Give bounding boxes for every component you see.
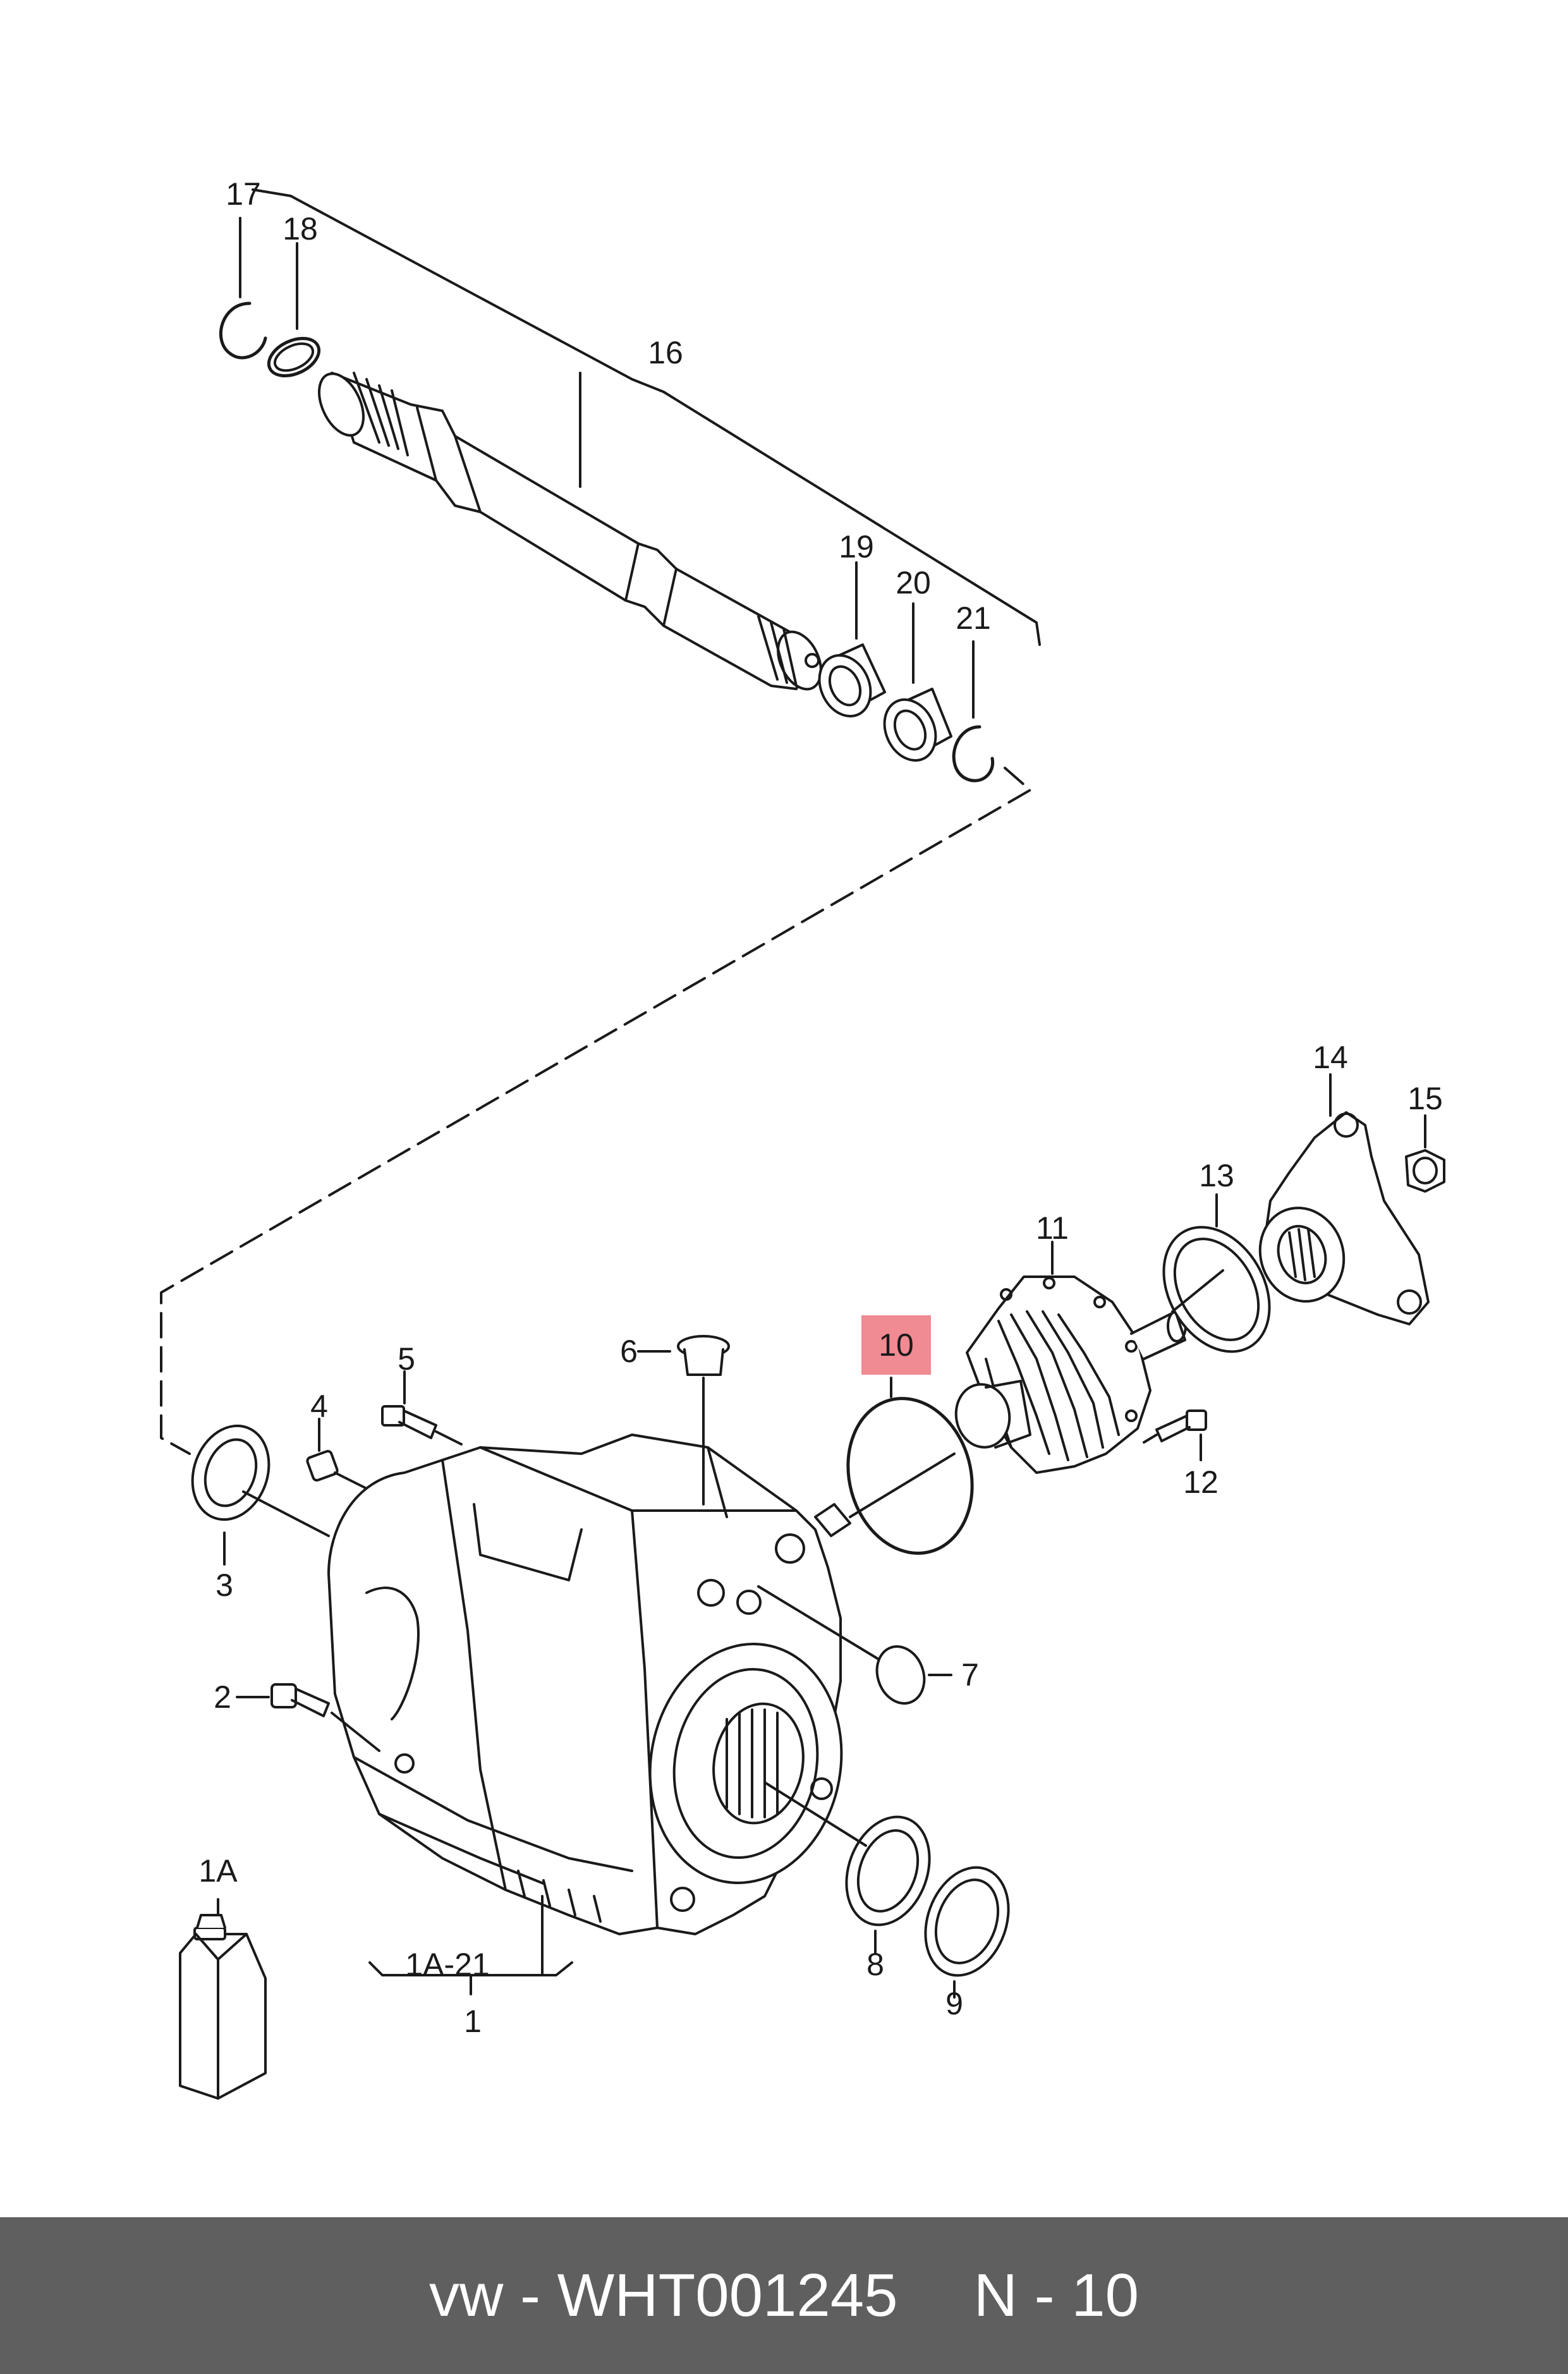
callout-3: 3 xyxy=(216,1567,233,1603)
ring-18 xyxy=(267,336,321,378)
callout-5: 5 xyxy=(398,1341,415,1377)
seal-13 xyxy=(1162,1226,1271,1353)
shaft-seal-3 xyxy=(191,1424,330,1537)
callout-10: 10 xyxy=(878,1327,914,1363)
circlip-17 xyxy=(219,301,267,360)
callout-16: 16 xyxy=(648,335,683,370)
footer-bar: vw - WHT001245 N - 10 xyxy=(0,2217,1568,2374)
o-ring-10 xyxy=(846,1397,974,1555)
footer-part-number: vw - WHT001245 xyxy=(429,2261,898,2329)
exploded-parts-diagram xyxy=(160,188,1445,2100)
plug-screw-4 xyxy=(306,1449,374,1493)
callout-17: 17 xyxy=(226,176,261,212)
needle-bearing-19 xyxy=(818,643,886,718)
callout-11: 11 xyxy=(1036,1210,1069,1246)
transfer-case-housing xyxy=(327,1434,851,1935)
circlip-21 xyxy=(952,725,995,782)
cap-plug-7 xyxy=(757,1585,926,1705)
callout-1A: 1A xyxy=(198,1853,238,1889)
callout-8: 8 xyxy=(866,1947,884,1982)
shaft-guide-line xyxy=(849,1452,956,1518)
bolt-12 xyxy=(1143,1409,1207,1444)
nut-15 xyxy=(1405,1149,1445,1193)
callout-20: 20 xyxy=(896,565,931,600)
shaft-assembly-group xyxy=(160,188,1041,1455)
callout-19: 19 xyxy=(839,529,874,564)
bolt-5 xyxy=(381,1405,463,1446)
callout-1A-21: 1A-21 xyxy=(405,1947,490,1982)
bevel-gear-housing-11 xyxy=(954,1275,1187,1474)
shaft-seal-8 xyxy=(763,1781,931,1927)
bracket-16 xyxy=(252,188,1041,646)
callout-14: 14 xyxy=(1313,1040,1348,1075)
callout-1: 1 xyxy=(464,2004,482,2039)
callout-6: 6 xyxy=(620,1334,638,1369)
bracket-1A-21 xyxy=(368,1961,573,1976)
needle-bearing-20 xyxy=(883,688,952,762)
callout-18: 18 xyxy=(283,211,318,247)
drive-shaft-16 xyxy=(318,372,822,691)
callout-7: 7 xyxy=(961,1657,979,1693)
output-flange-14 xyxy=(1258,1111,1430,1325)
callout-12: 12 xyxy=(1183,1464,1219,1500)
cap-plug-6 xyxy=(677,1335,730,1506)
callout-15: 15 xyxy=(1407,1081,1443,1116)
callout-4: 4 xyxy=(310,1389,328,1424)
footer-position: N - 10 xyxy=(973,2261,1139,2329)
callout-21: 21 xyxy=(956,600,991,636)
housing-assembly-group xyxy=(179,1073,1445,2100)
callout-2: 2 xyxy=(214,1679,231,1715)
screw-2 xyxy=(270,1683,380,1752)
dashed-link-line xyxy=(160,767,1031,1455)
callout-9: 9 xyxy=(945,1986,963,2021)
oil-bottle-1A xyxy=(179,1914,267,2100)
callout-13: 13 xyxy=(1199,1158,1234,1193)
shaft-seal-9 xyxy=(924,1866,1010,1977)
highlight-box-10 xyxy=(861,1315,931,1375)
